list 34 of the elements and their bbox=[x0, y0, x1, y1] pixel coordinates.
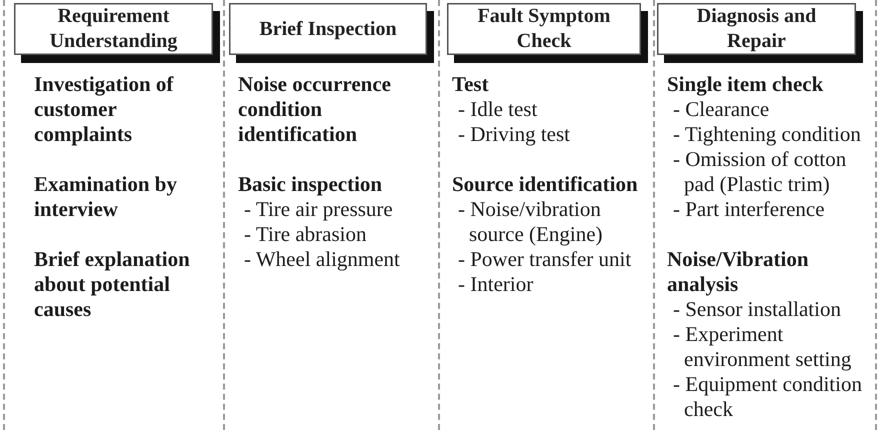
task-item: - Experiment environment setting bbox=[673, 322, 852, 372]
task-heading: Single item check bbox=[667, 72, 824, 97]
task-item: - Idle test bbox=[458, 97, 538, 122]
task-item: - Tire air pressure bbox=[244, 197, 393, 222]
stage-header-box bbox=[14, 3, 220, 63]
task-item: - Clearance bbox=[673, 97, 770, 122]
task-heading: Source identification bbox=[452, 172, 638, 197]
dashed-column-band bbox=[3, 0, 223, 430]
stage-title: Diagnosis and Repair bbox=[696, 4, 818, 54]
task-item: - Tightening condition bbox=[673, 122, 861, 147]
stage-header-box bbox=[229, 3, 434, 63]
dashed-column-band bbox=[653, 0, 877, 430]
stage-title: Fault Symptom Check bbox=[476, 4, 612, 54]
task-item: - Power transfer unit bbox=[458, 247, 632, 272]
stage-header-box bbox=[447, 3, 648, 63]
task-heading: Noise occurrence condition identification bbox=[238, 72, 392, 147]
task-heading: Brief explanation about potential causes bbox=[34, 247, 191, 322]
task-item: - Sensor installation bbox=[673, 297, 841, 322]
stage-header-box bbox=[657, 3, 863, 63]
task-heading: Basic inspection bbox=[238, 172, 382, 197]
task-item: - Tire abrasion bbox=[244, 222, 366, 247]
stage-title: Requirement Understanding bbox=[48, 4, 178, 54]
stage-title: Brief Inspection bbox=[259, 16, 397, 42]
task-heading: Investigation of customer complaints bbox=[34, 72, 174, 147]
task-item: - Wheel alignment bbox=[244, 247, 400, 272]
task-item: - Interior bbox=[458, 272, 534, 297]
task-item: - Omission of cotton pad (Plastic trim) bbox=[673, 147, 848, 197]
task-item: - Driving test bbox=[458, 122, 570, 147]
task-heading: Examination by interview bbox=[34, 172, 178, 222]
task-item: - Equipment condition check bbox=[673, 372, 863, 422]
task-item: - Part interference bbox=[673, 197, 825, 222]
task-item: - Noise/vibration source (Engine) bbox=[458, 197, 604, 247]
task-heading: Noise/Vibration analysis bbox=[667, 247, 810, 297]
task-heading: Test bbox=[452, 72, 489, 97]
